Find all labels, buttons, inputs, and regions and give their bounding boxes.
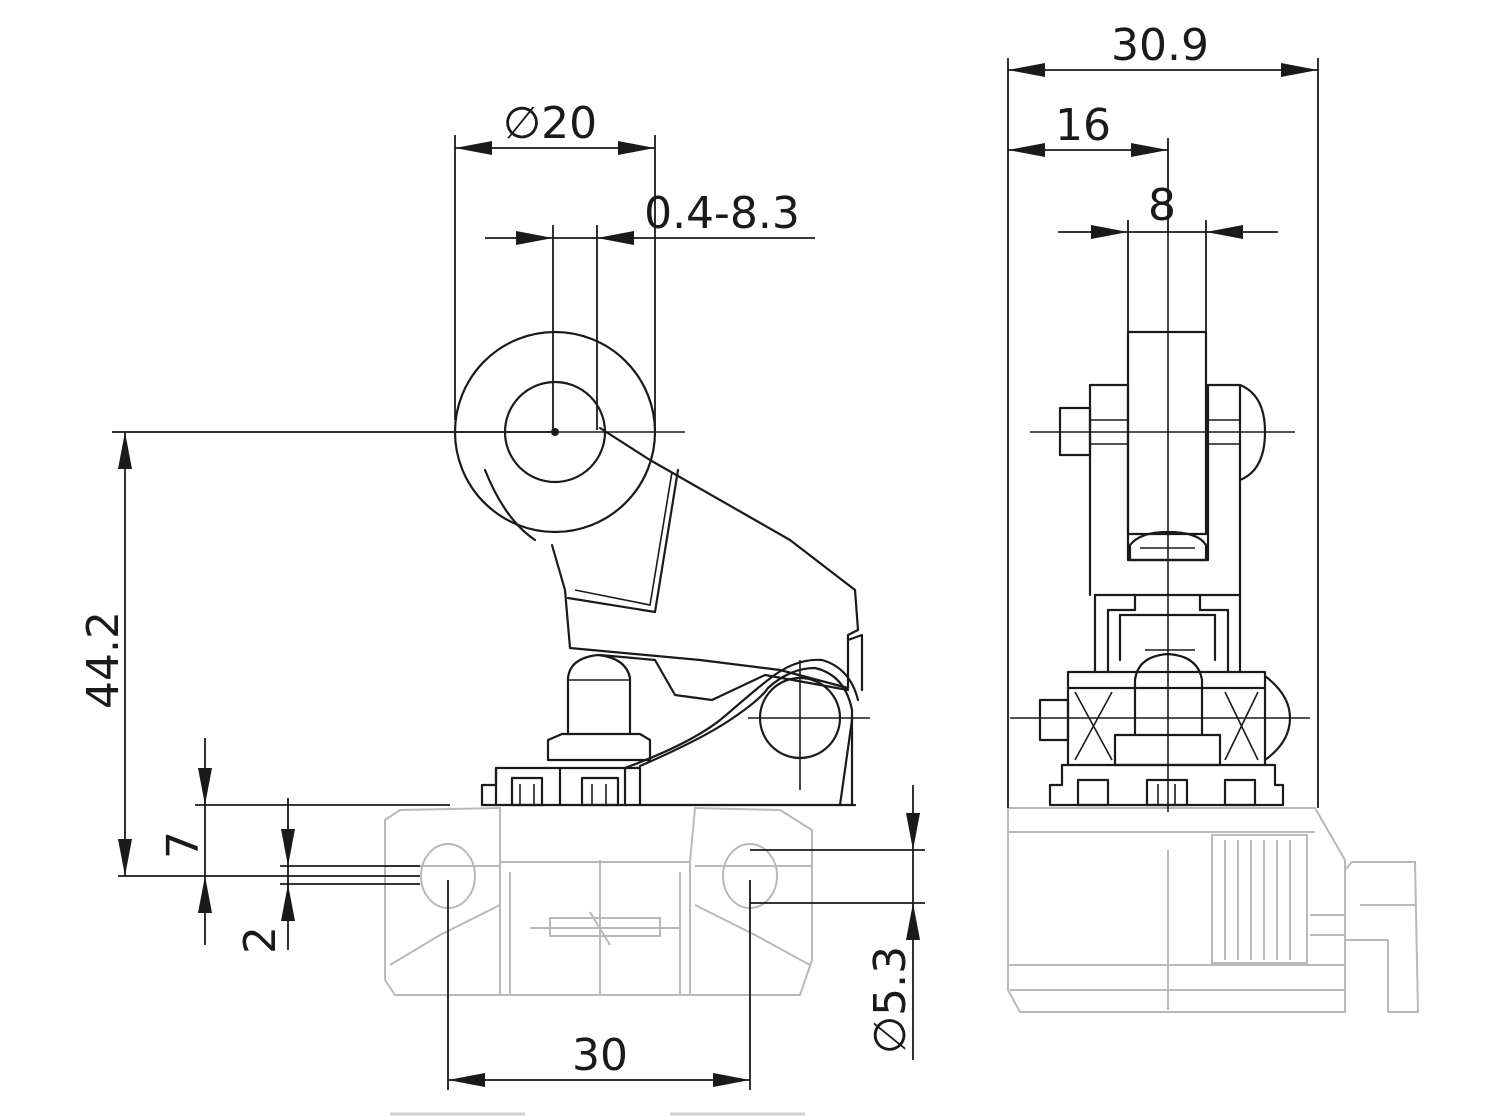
side-view-base: [384, 806, 813, 996]
dim-hole-spacing: 30: [572, 1030, 628, 1081]
front-view-grip-ribs: [1224, 840, 1291, 960]
side-view-head: [440, 330, 870, 807]
side-view-dimensions: ∅20 0.4-8.3 44.2 7: [78, 98, 925, 1090]
front-view-head: [1010, 232, 1310, 812]
front-view-dimensions: 30.9 16 8: [1007, 20, 1319, 808]
side-view: ∅20 0.4-8.3 44.2 7: [78, 98, 925, 1090]
dim-roller-center-offset: 16: [1055, 100, 1111, 151]
dim-roller-offset-range: 0.4-8.3: [644, 188, 800, 239]
dim-hole-diameter: ∅5.3: [865, 946, 916, 1054]
dim-pivot-height: 44.2: [78, 611, 129, 709]
front-view-base: [1007, 807, 1420, 1013]
dim-overall-width: 30.9: [1111, 20, 1209, 71]
dim-base-offset: 7: [158, 831, 209, 859]
dim-roller-diameter: ∅20: [503, 98, 597, 149]
dim-roller-width: 8: [1148, 180, 1176, 231]
front-view: 30.9 16 8: [1007, 20, 1420, 1013]
dim-slot-offset: 2: [235, 926, 286, 954]
